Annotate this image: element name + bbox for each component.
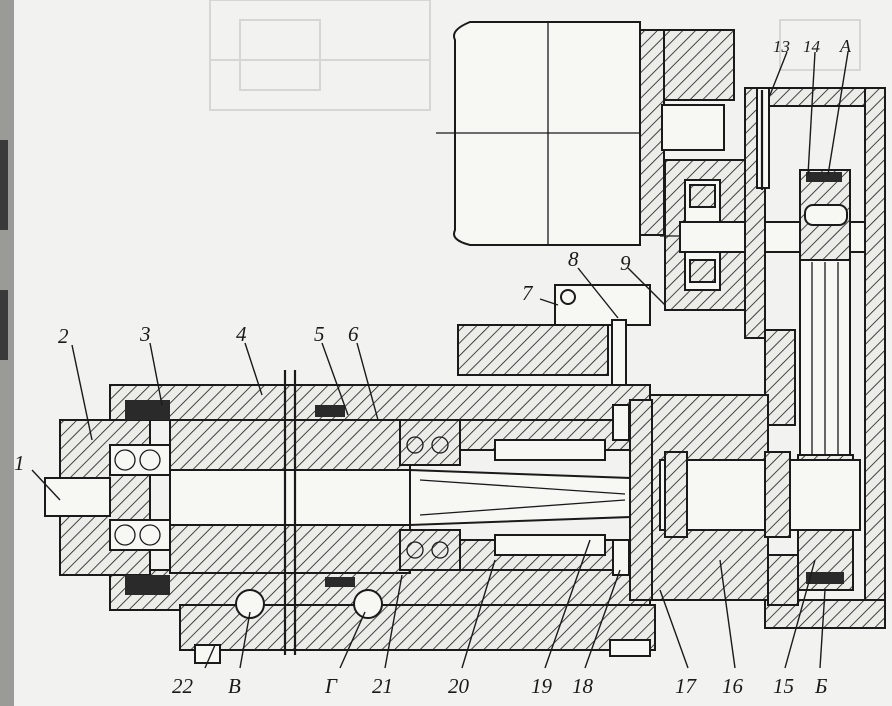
label-8: 8 — [568, 247, 579, 271]
label-9: 9 — [620, 251, 631, 275]
label-G: Г — [324, 674, 338, 698]
label-17: 17 — [675, 674, 698, 698]
label-4: 4 — [236, 322, 247, 346]
label-7: 7 — [522, 281, 534, 305]
label-2: 2 — [58, 324, 69, 348]
label-19: 19 — [531, 674, 553, 698]
label-20: 20 — [448, 674, 470, 698]
spindle-housing — [44, 370, 861, 664]
belt-drive-housing — [744, 87, 886, 629]
electric-motor — [436, 21, 881, 311]
label-21: 21 — [372, 674, 393, 698]
label-6: 6 — [348, 322, 359, 346]
label-14: 14 — [803, 37, 821, 56]
label-16: 16 — [722, 674, 744, 698]
label-3: 3 — [139, 322, 151, 346]
callout-labels: 1 2 3 4 5 6 7 8 9 13 14 А 22 В Г 21 20 1… — [14, 36, 852, 698]
label-5: 5 — [314, 322, 325, 346]
leader-lines — [31, 51, 849, 669]
label-13: 13 — [773, 37, 790, 56]
label-A: А — [839, 36, 852, 56]
page-edge-dark-mark — [0, 290, 8, 360]
label-22: 22 — [172, 674, 194, 698]
label-15: 15 — [773, 674, 794, 698]
label-V: В — [228, 674, 241, 698]
faint-background-sketch — [209, 0, 861, 111]
label-18: 18 — [572, 674, 594, 698]
label-Be: Б — [814, 674, 827, 698]
page-edge-dark-mark — [0, 140, 8, 230]
label-1: 1 — [14, 451, 25, 475]
